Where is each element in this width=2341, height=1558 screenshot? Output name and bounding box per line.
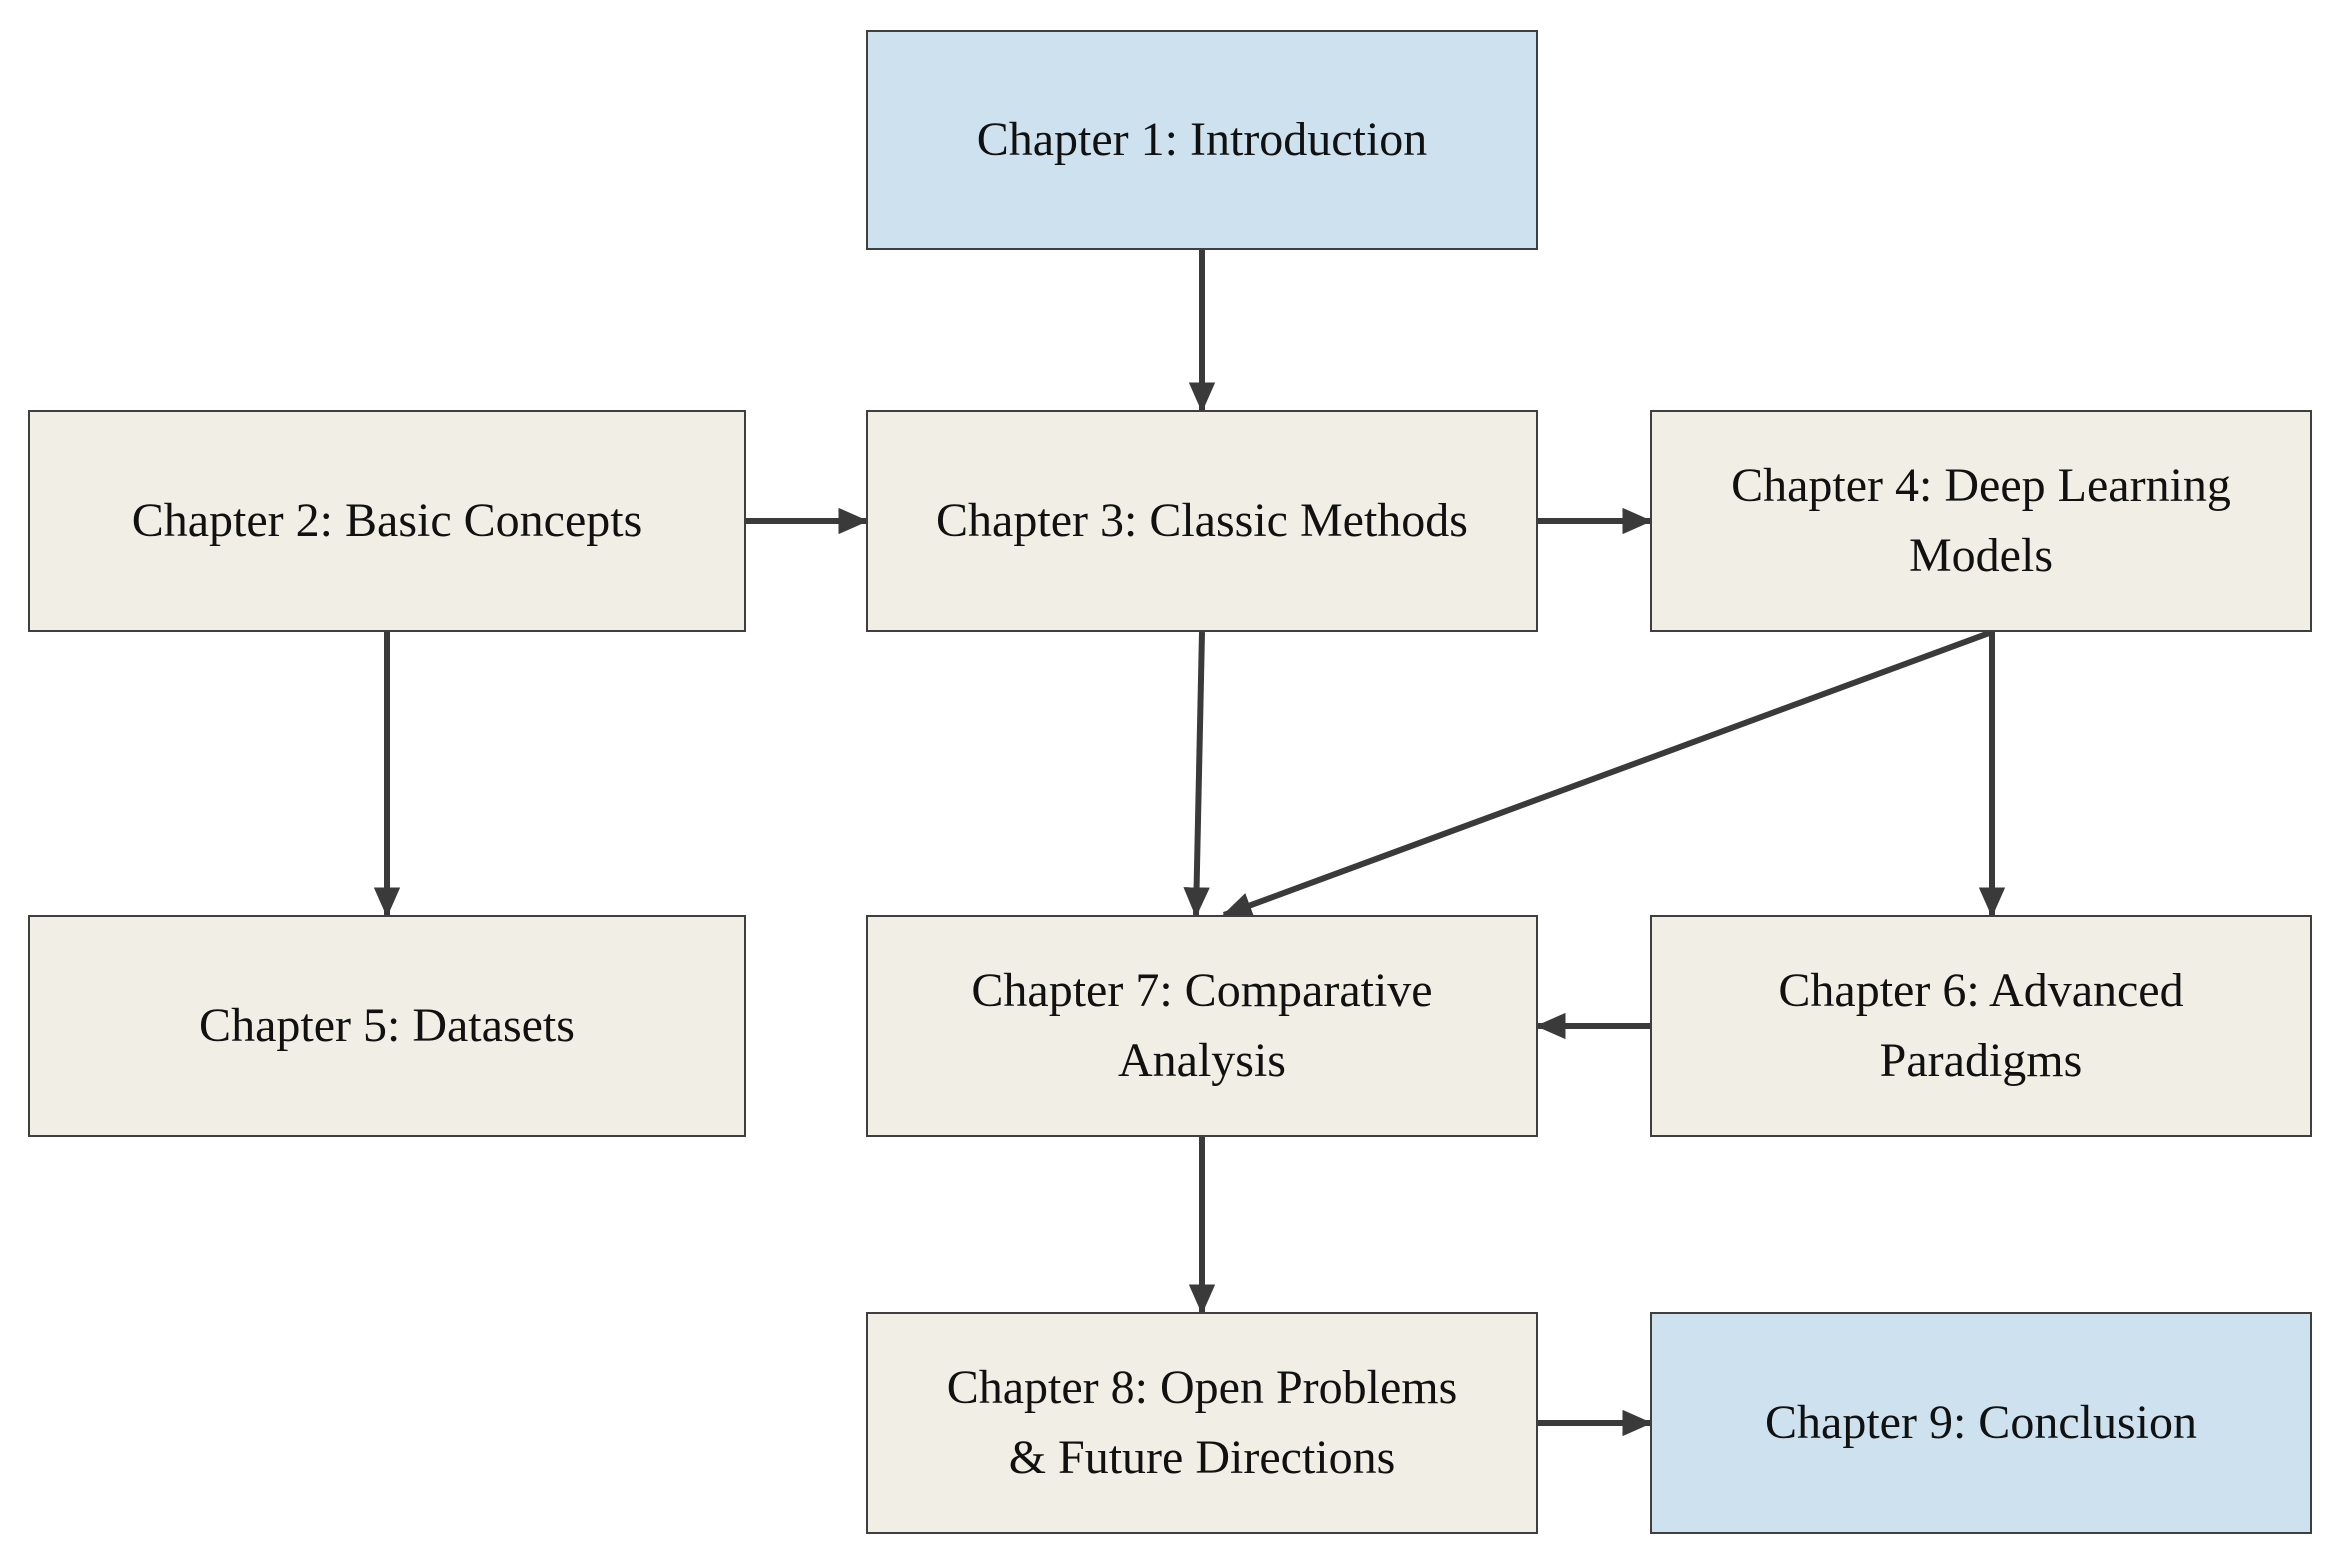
node-chapter-2-basic-concepts: Chapter 2: Basic Concepts — [28, 410, 746, 632]
node-chapter-8-open-problems-future-directions: Chapter 8: Open Problems & Future Direct… — [866, 1312, 1538, 1534]
node-chapter-4-deep-learning-models: Chapter 4: Deep Learning Models — [1650, 410, 2312, 632]
node-label: Chapter 5: Datasets — [199, 999, 575, 1053]
node-label: Chapter 8: Open Problems & Future Direct… — [946, 1361, 1458, 1484]
node-label: Chapter 1: Introduction — [976, 113, 1428, 167]
arrow-ch4-to-ch7 — [1221, 629, 1994, 918]
node-label: Chapter 3: Classic Methods — [936, 494, 1468, 548]
node-chapter-9-conclusion: Chapter 9: Conclusion — [1650, 1312, 2312, 1534]
node-label: Chapter 6: Advanced Paradigms — [1778, 964, 2184, 1087]
node-label: Chapter 4: Deep Learning Models — [1731, 459, 2231, 582]
node-label: Chapter 7: Comparative Analysis — [971, 964, 1433, 1087]
node-chapter-6-advanced-paradigms: Chapter 6: Advanced Paradigms — [1650, 915, 2312, 1137]
node-label: Chapter 9: Conclusion — [1765, 1396, 2197, 1450]
node-chapter-1-introduction: Chapter 1: Introduction — [866, 30, 1538, 250]
node-label: Chapter 2: Basic Concepts — [131, 494, 643, 548]
node-chapter-3-classic-methods: Chapter 3: Classic Methods — [866, 410, 1538, 632]
arrow-ch3-to-ch7 — [1183, 631, 1210, 918]
node-chapter-7-comparative-analysis: Chapter 7: Comparative Analysis — [866, 915, 1538, 1137]
node-chapter-5-datasets: Chapter 5: Datasets — [28, 915, 746, 1137]
